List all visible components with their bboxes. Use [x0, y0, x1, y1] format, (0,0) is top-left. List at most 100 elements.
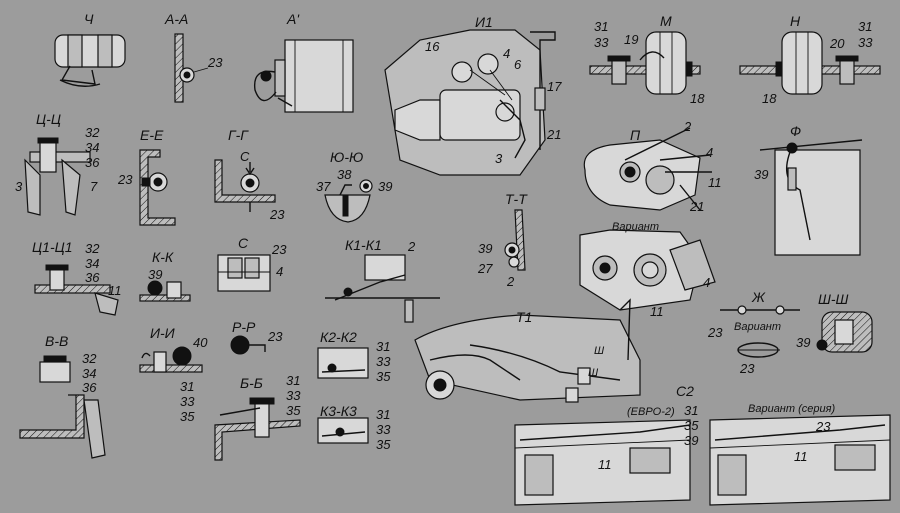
- view-i1-callout-17: 17: [547, 79, 562, 94]
- view-shsh-title: Ш-Ш: [818, 291, 849, 307]
- view-n-callout-33: 33: [858, 35, 873, 50]
- view-a1-title: А': [287, 11, 300, 27]
- view-k3k3-drawing: [317, 417, 369, 444]
- view-p-drawing: [583, 127, 712, 211]
- view-variant1-drawing: [579, 229, 716, 311]
- view-yuyu-title: Ю-Ю: [330, 149, 364, 165]
- view-c1c1-callout-36: 36: [85, 270, 100, 285]
- view-i1-title: И1: [475, 14, 493, 30]
- view-yuyu-drawing: [324, 179, 373, 223]
- view-c2-serial-drawing: [709, 414, 891, 506]
- view-variant1-title: Вариант: [612, 221, 660, 233]
- view-ii-callout-31: 31: [180, 379, 195, 394]
- view-k3k3-callout-33: 33: [376, 422, 391, 437]
- view-zh-title: Ж: [752, 289, 765, 305]
- view-c2-callout-35: 35: [684, 418, 699, 433]
- view-f-drawing: [759, 139, 863, 256]
- view-p-callout-21: 21: [690, 199, 705, 214]
- view-kk-callout-39: 39: [148, 267, 163, 282]
- view-m-callout-19: 19: [624, 32, 639, 47]
- view-gg-title: Г-Г: [228, 127, 248, 143]
- view-vv-callout-34: 34: [82, 366, 97, 381]
- view-m-callout-18: 18: [690, 91, 705, 106]
- view-rr-title: Р-Р: [232, 319, 256, 335]
- view-a1-drawing: [253, 39, 354, 113]
- view-i1-drawing: [384, 29, 556, 176]
- view-c1c1-callout-32: 32: [85, 241, 100, 256]
- view-f-title: Ф: [790, 123, 802, 139]
- view-c2-euro-drawing: [514, 419, 691, 506]
- view-m-callout-33: 33: [594, 35, 609, 50]
- view-aa-title: А-А: [165, 11, 189, 27]
- view-c2-title: С2: [676, 383, 694, 399]
- view-k2k2-drawing: [317, 347, 369, 379]
- view-cc-callout-32: 32: [85, 125, 100, 140]
- view-n-callout-31: 31: [858, 19, 873, 34]
- view-tt-drawing: [504, 209, 526, 271]
- view-cc-drawing: [24, 137, 91, 216]
- view-tt-callout-39: 39: [478, 241, 493, 256]
- view-ii-title: И-И: [150, 325, 175, 341]
- view-k1k1-drawing: [325, 254, 440, 323]
- view-t1-section-mark-1: Ш: [594, 345, 605, 357]
- view-p-title: П: [630, 127, 641, 143]
- view-c1c1-callout-11: 11: [108, 283, 122, 298]
- view-c1c1-callout-34: 34: [85, 256, 100, 271]
- view-gg-callout-23: 23: [270, 207, 285, 222]
- view-cc-callout-36: 36: [85, 155, 100, 170]
- view-p-callout-4: 4: [706, 145, 714, 160]
- view-s-callout-4: 4: [276, 264, 284, 279]
- view-i1-callout-6: 6: [514, 57, 522, 72]
- view-yuyu-callout-37: 37: [316, 179, 331, 194]
- view-shsh-callout-39: 39: [796, 335, 811, 350]
- view-c1c1-title: Ц1-Ц1: [32, 239, 73, 255]
- view-k3k3-title: К3-К3: [320, 403, 357, 419]
- view-i1-callout-21: 21: [547, 127, 562, 142]
- view-bb-callout-31: 31: [286, 373, 301, 388]
- view-c2-callout-31: 31: [684, 403, 699, 418]
- view-aa-callout-23: 23: [208, 55, 223, 70]
- view-ch-drawing: [54, 34, 126, 87]
- view-k2k2-callout-31: 31: [376, 339, 391, 354]
- view-i1-callout-4: 4: [503, 46, 511, 61]
- view-tt-callout-2: 2: [507, 274, 515, 289]
- view-kk-title: К-К: [152, 249, 174, 265]
- view-k2k2-callout-33: 33: [376, 354, 391, 369]
- view-aa-drawing: [174, 33, 209, 103]
- view-tt-title: Т-Т: [505, 191, 527, 207]
- view-zh-callout-23a: 23: [708, 325, 723, 340]
- view-p-callout-11: 11: [708, 175, 722, 190]
- view-vv-callout-32: 32: [82, 351, 97, 366]
- view-k2k2-callout-35: 35: [376, 369, 391, 384]
- view-gg-section-mark: С: [240, 149, 250, 164]
- view-i1-callout-16: 16: [425, 39, 440, 54]
- view-bb-callout-35: 35: [286, 403, 301, 418]
- view-n-title: Н: [790, 13, 801, 29]
- view-ch-title: Ч: [84, 11, 94, 27]
- view-kk-drawing: [139, 280, 191, 302]
- view-s-drawing: [217, 254, 271, 292]
- view-ii-callout-33: 33: [180, 394, 195, 409]
- view-cc-callout-7: 7: [90, 179, 98, 194]
- view-rr-drawing: [230, 335, 266, 355]
- view-cc-callout-3: 3: [15, 179, 23, 194]
- view-m-drawing: [589, 31, 701, 95]
- view-n-callout-20: 20: [830, 36, 845, 51]
- view-bb-drawing: [214, 397, 301, 461]
- view-c2-serial-callout-23: 23: [816, 419, 831, 434]
- view-c1c1-drawing: [34, 264, 119, 316]
- view-t1-title: Т1: [516, 309, 533, 325]
- view-cc-title: Ц-Ц: [36, 111, 62, 127]
- view-vv-callout-36: 36: [82, 380, 97, 395]
- view-yuyu-callout-39: 39: [378, 179, 393, 194]
- view-vv-title: В-В: [45, 333, 69, 349]
- view-bb-callout-33: 33: [286, 388, 301, 403]
- view-yuyu-callout-38: 38: [337, 167, 352, 182]
- view-ee-title: Е-Е: [140, 127, 164, 143]
- view-zh-variant: Вариант: [734, 321, 782, 333]
- view-ee-callout-23: 23: [118, 172, 133, 187]
- view-c2-serial-label: Вариант (серия): [748, 403, 836, 415]
- view-ii-callout-35: 35: [180, 409, 195, 424]
- view-m-title: М: [660, 13, 672, 29]
- view-gg-drawing: [214, 159, 276, 212]
